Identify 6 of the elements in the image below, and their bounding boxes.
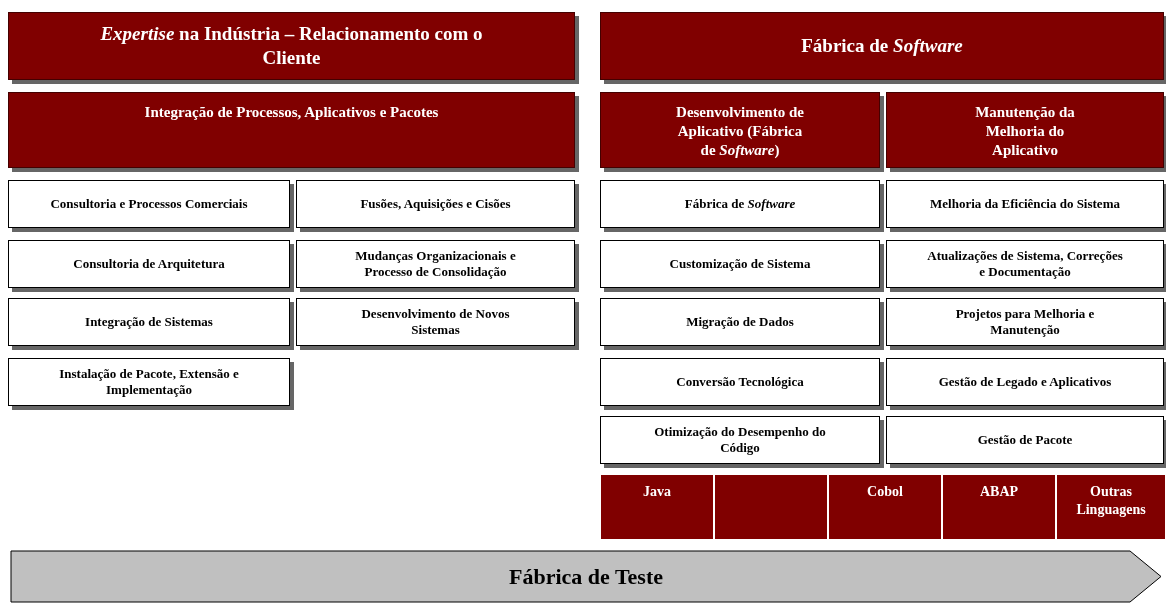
language-box: Java [600,474,714,540]
language-box: ABAP [942,474,1056,540]
language-box [714,474,828,540]
language-box: Cobol [828,474,942,540]
language-box: Outras Linguagens [1056,474,1166,540]
arrow-label: Fábrica de Teste [509,562,663,591]
